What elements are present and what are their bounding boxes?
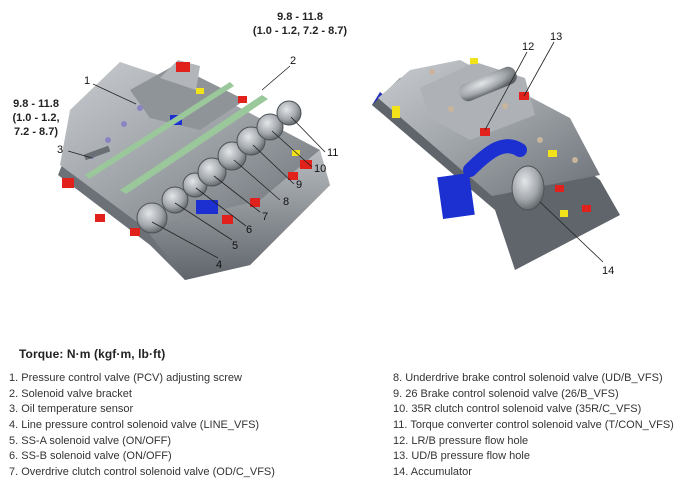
torque-spec-left-value: 9.8 - 11.8: [13, 98, 59, 110]
blue-passage: [196, 200, 218, 214]
right-body-cylinder: [459, 66, 517, 102]
legend-item: 11. Torque converter control solenoid va…: [393, 419, 674, 432]
oil-temp-sensor: [83, 145, 111, 161]
legend-item: 7. Overdrive clutch control solenoid val…: [9, 466, 275, 479]
callout-1: 1: [84, 75, 90, 87]
bolt: [502, 103, 508, 109]
solenoid-t-con: [276, 100, 302, 126]
red-plug: [582, 205, 591, 212]
blue-passage: [463, 139, 527, 177]
yellow-marker: [470, 58, 478, 64]
solenoid-line-vfs: [136, 202, 168, 234]
leader-5: [174, 202, 233, 241]
bolt: [429, 69, 435, 75]
callout-10: 10: [314, 163, 326, 175]
left-body-face: [145, 150, 330, 280]
bolt: [537, 137, 543, 143]
legend-item: 8. Underdrive brake control solenoid val…: [393, 372, 663, 384]
solenoid-od-c: [197, 157, 227, 187]
solenoid-row: [136, 100, 302, 234]
solenoid-bracket: [85, 82, 234, 179]
solenoid-ss-a: [161, 186, 189, 214]
torque-spec-top-detail: (1.0 - 1.2, 7.2 - 8.7): [253, 25, 347, 37]
red-plug: [238, 96, 247, 103]
yellow-marker: [392, 106, 400, 118]
leader-3: [67, 150, 93, 159]
legend-item: 13. UD/B pressure flow hole: [393, 450, 530, 463]
accumulator: [511, 165, 545, 211]
red-plug: [176, 62, 190, 72]
red-plug: [250, 198, 260, 207]
callout-5: 5: [232, 240, 238, 252]
leader-13: [523, 41, 555, 97]
torque-spec-left-detail-1: (1.0 - 1.2,: [12, 112, 59, 124]
yellow-marker: [548, 150, 557, 157]
legend-item: 4. Line pressure control solenoid valve …: [9, 419, 260, 432]
leader-lines: [67, 41, 604, 263]
solenoid-35r-c: [256, 113, 284, 141]
torque-units-heading: Torque: N·m (kgf·m, lb·ft): [19, 347, 166, 361]
lrb-pressure-flow-hole: [480, 128, 490, 136]
yellow-marker: [560, 210, 568, 217]
bolt: [448, 106, 454, 112]
callout-4: 4: [216, 259, 222, 271]
valve-body-illustration: 9.8 - 11.8 (1.0 - 1.2, 7.2 - 8.7) 9.8 - …: [12, 11, 620, 280]
leader-4: [151, 221, 219, 259]
legend-item: 6. SS-B solenoid valve (ON/OFF): [9, 450, 172, 463]
callout-8: 8: [283, 196, 289, 208]
legend-item: 1. Pressure control valve (PCV) adjustin…: [9, 372, 242, 384]
left-body-upper-block: [130, 65, 245, 130]
bolt: [105, 137, 111, 143]
legend-item: 2. Solenoid valve bracket: [9, 387, 132, 400]
bolt: [572, 157, 578, 163]
leader-7: [213, 175, 261, 213]
leader-11: [290, 116, 326, 153]
legend-right-column: 8. Underdrive brake control solenoid val…: [393, 371, 674, 481]
callout-3: 3: [57, 144, 63, 156]
callout-9: 9: [296, 179, 302, 191]
callout-11: 11: [327, 147, 338, 159]
torque-spec-top-value: 9.8 - 11.8: [277, 11, 323, 23]
left-valve-body: [58, 60, 330, 280]
leader-1: [92, 83, 137, 105]
callout-6: 6: [246, 224, 252, 236]
right-valve-body: [372, 58, 620, 270]
legend-item: 3. Oil temperature sensor: [9, 403, 134, 416]
red-plug: [95, 214, 105, 222]
red-plug: [300, 160, 312, 169]
red-plug: [130, 228, 140, 236]
torque-spec-left-detail-2: 7.2 - 8.7): [14, 126, 58, 138]
legend-left-column: 1. Pressure control valve (PCV) adjustin…: [9, 371, 275, 481]
leader-8: [233, 159, 281, 201]
red-plug: [555, 185, 564, 192]
leader-12: [484, 51, 528, 131]
leader-9: [252, 144, 295, 185]
blue-passage: [437, 172, 475, 220]
red-plug: [222, 215, 233, 224]
callout-13: 13: [550, 31, 562, 43]
leader-10: [271, 130, 313, 168]
callout-2: 2: [290, 55, 296, 67]
legend-item: 5. SS-A solenoid valve (ON/OFF): [9, 434, 171, 447]
legend-item: 10. 35R clutch control solenoid valve (3…: [393, 403, 642, 416]
leader-14: [539, 201, 604, 263]
callout-7: 7: [262, 211, 268, 223]
yellow-marker: [196, 88, 204, 94]
solenoid-bracket: [120, 95, 268, 194]
callout-14: 14: [602, 265, 614, 277]
legend-item: 12. LR/B pressure flow hole: [393, 434, 529, 447]
legend-item: 14. Accumulator: [393, 466, 472, 479]
callout-12: 12: [522, 41, 534, 53]
red-plug: [62, 178, 74, 188]
leader-2: [261, 65, 291, 91]
leader-6: [195, 187, 247, 227]
legend-item: 9. 26 Brake control solenoid valve (26/B…: [393, 387, 619, 400]
red-plug: [288, 172, 298, 180]
solenoid-26-b: [236, 126, 266, 156]
bolt: [137, 105, 143, 111]
bolt: [121, 121, 127, 127]
